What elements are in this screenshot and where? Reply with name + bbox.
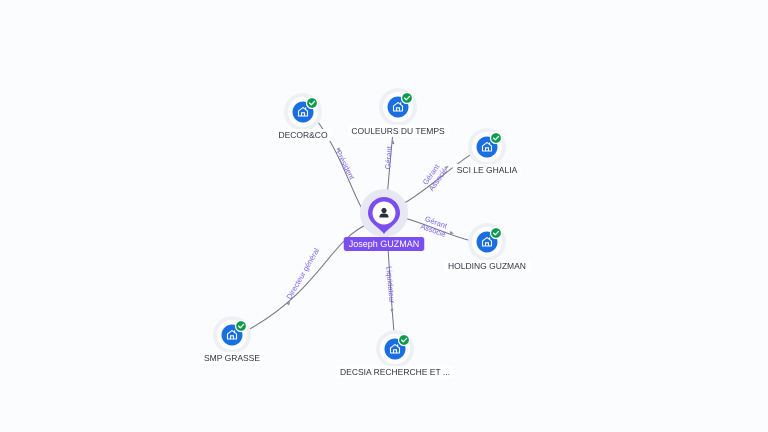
- arrow-decor: [336, 147, 340, 152]
- person-label-background: [343, 237, 425, 251]
- building-icon: [297, 106, 309, 117]
- person-label[interactable]: Joseph GUZMAN: [343, 237, 425, 251]
- person-icon: [379, 207, 389, 218]
- company-node-holding[interactable]: [468, 223, 506, 261]
- company-node-sci[interactable]: [468, 128, 506, 166]
- label-background: [199, 352, 265, 364]
- arrow-couleurs: [391, 140, 395, 145]
- company-label-decor[interactable]: DECOR&CO: [274, 129, 332, 141]
- relation-label-decor: Président: [334, 149, 357, 182]
- company-name: SMP GRASSE: [204, 353, 260, 363]
- check-icon: [489, 131, 503, 145]
- building-icon: [389, 343, 401, 354]
- company-name: DECSIA RECHERCHE ET ...: [340, 367, 450, 377]
- company-node-smp[interactable]: [213, 316, 251, 354]
- company-name: SCI LE GHALIA: [457, 165, 518, 175]
- check-icon: [234, 319, 248, 333]
- edge-smp: [247, 223, 369, 331]
- person-name: Joseph GUZMAN: [349, 239, 420, 249]
- check-icon: [397, 333, 411, 347]
- relation-label-sci: GérantAssocié: [420, 161, 449, 193]
- relation-label-couleurs: Gérant: [383, 145, 394, 169]
- check-icon: [489, 226, 503, 240]
- edge-holding: [400, 216, 473, 242]
- company-label-holding[interactable]: HOLDING GUZMAN: [444, 260, 530, 272]
- company-name: DECOR&CO: [278, 130, 328, 140]
- company-name: COULEURS DU TEMPS: [351, 126, 445, 136]
- label-background: [347, 125, 449, 137]
- company-name: HOLDING GUZMAN: [448, 261, 526, 271]
- arrow-sci: [444, 165, 449, 170]
- check-icon: [305, 96, 319, 110]
- company-node-decsia[interactable]: [376, 330, 414, 368]
- building-icon: [226, 329, 238, 340]
- label-background: [452, 164, 522, 176]
- edge-decsia: [387, 247, 395, 333]
- person-node[interactable]: Joseph GUZMAN: [343, 189, 425, 251]
- company-label-smp[interactable]: SMP GRASSE: [199, 352, 265, 364]
- company-node-decor[interactable]: [284, 93, 322, 131]
- label-background: [274, 129, 332, 141]
- arrow-smp: [286, 301, 291, 306]
- building-icon: [481, 141, 493, 152]
- company-label-decsia[interactable]: DECSIA RECHERCHE ET ...: [336, 366, 454, 378]
- company-node-couleurs[interactable]: [379, 88, 417, 126]
- nodes-layer: DECOR&CO COULEURS DU TEMPS SCI LE GHALIA HO…: [199, 88, 530, 378]
- check-icon: [400, 91, 414, 105]
- company-label-couleurs[interactable]: COULEURS DU TEMPS: [347, 125, 449, 137]
- relation-label-holding: GérantAssocié: [419, 214, 450, 239]
- arrow-decsia: [390, 308, 394, 313]
- relation-label-decsia: Liquidateur: [384, 266, 396, 304]
- label-background: [336, 366, 454, 378]
- arrow-holding: [449, 230, 454, 235]
- company-label-sci[interactable]: SCI LE GHALIA: [452, 164, 522, 176]
- label-background: [444, 260, 530, 272]
- building-icon: [392, 101, 404, 112]
- building-icon: [481, 236, 493, 247]
